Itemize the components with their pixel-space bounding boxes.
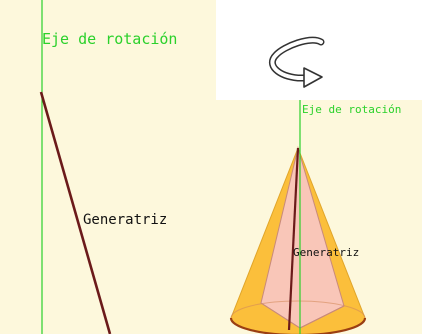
axis-label: Eje de rotación: [42, 30, 178, 48]
generatrix-drawing: [39, 0, 112, 334]
cone-panel: Eje de rotación Generatriz: [216, 100, 422, 334]
rotation-area: [216, 0, 422, 100]
rotate-arrow-icon: [268, 36, 325, 88]
generatrix-panel: Eje de rotación Generatriz: [0, 0, 216, 334]
generatrix-line: [39, 91, 112, 334]
generatrix-line: [287, 147, 300, 331]
cone-drawing: [229, 100, 367, 334]
axis-label: Eje de rotación: [302, 103, 402, 116]
cone-base: [229, 317, 367, 334]
generatrix-label: Generatriz: [293, 246, 360, 259]
generatrix-label: Generatriz: [83, 212, 168, 228]
